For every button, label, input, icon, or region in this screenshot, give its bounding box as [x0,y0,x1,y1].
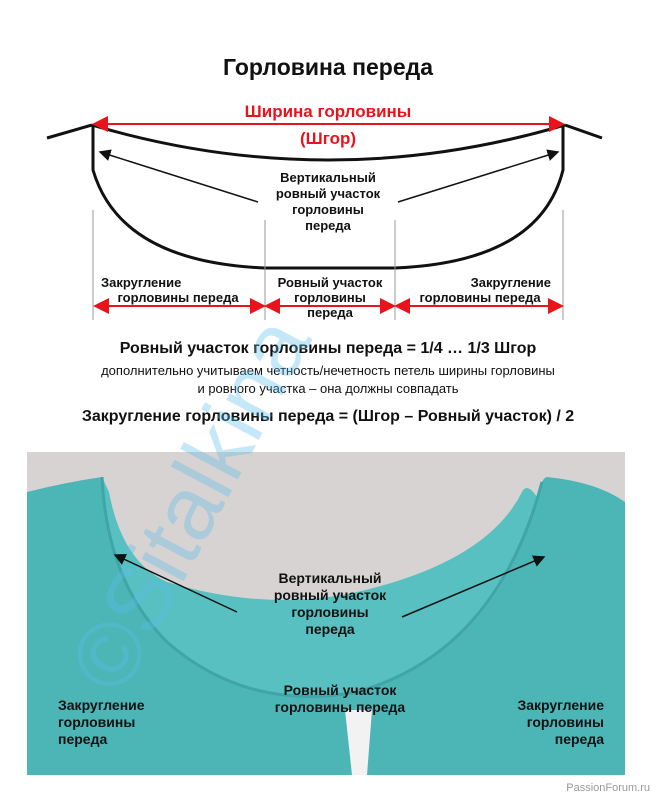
label-line: ровный участок [275,186,381,201]
footer-credit: PassionForum.ru [566,782,650,794]
dimension-arrows [92,116,565,314]
width-abbr: (Шгор) [299,129,357,148]
label-line: переда [554,731,604,747]
neckline-diagram [46,116,603,320]
note-line: и ровного участка – она должны совпадать [197,381,459,396]
sweater-photo [27,452,625,775]
pointer-arrows [98,149,560,203]
label-line: Закругление [517,697,604,713]
label-line: горловины [526,714,604,730]
label-line: Закругление [58,697,145,713]
formula-rounding: Закругление горловины переда = (Шгор – Р… [81,408,575,425]
label-line: Вертикальный [280,170,376,185]
label-line: переда [305,621,355,637]
page-title: Горловина переда [222,54,434,80]
width-label: Ширина горловины [244,102,412,121]
formula-straight: Ровный участок горловины переда = 1/4 … … [119,340,537,357]
label-line: Ровный участок [283,682,397,698]
sweater-shape [27,476,625,775]
label-line: горловины переда [419,290,541,305]
label-line: переда [58,731,108,747]
label-line: Ровный участок [277,275,383,290]
label-line: горловины переда [274,699,406,715]
label-line: горловины [292,202,364,217]
label-line: горловины [291,604,369,620]
label-line: горловины [58,714,136,730]
label-line: ровный участок [273,587,387,603]
label-line: Вертикальный [278,570,382,586]
label-line: Закругление [470,275,551,290]
label-line: переда [307,305,353,320]
label-line: горловины [294,290,366,305]
label-line: Закругление [101,275,182,290]
note-line: дополнительно учитываем четность/нечетно… [101,363,555,378]
label-line: переда [305,218,351,233]
label-line: горловины переда [117,290,239,305]
